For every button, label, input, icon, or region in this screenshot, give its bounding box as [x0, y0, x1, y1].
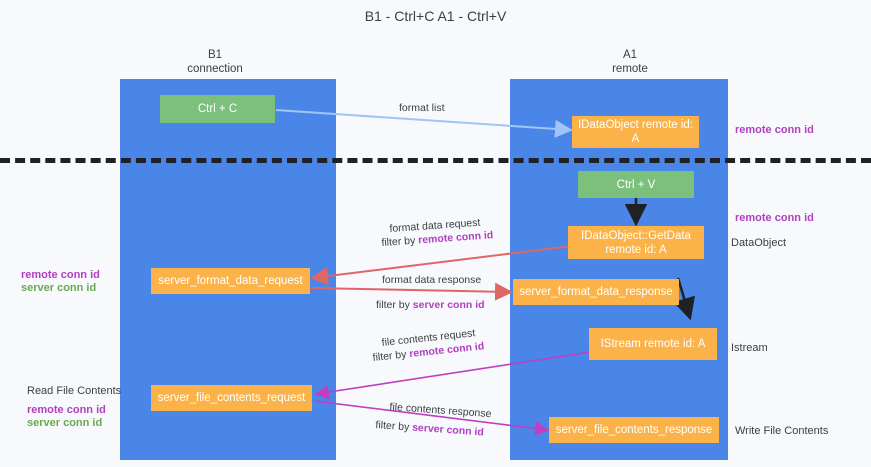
left-label-server-conn-id-bottom: server conn id	[27, 417, 103, 429]
filter-prefix: filter by	[381, 234, 419, 249]
filter-key-server-conn-id: server conn id	[412, 299, 485, 311]
node-istream[interactable]: IStream remote id: A	[589, 328, 717, 360]
right-label-write-file-contents: Write File Contents	[735, 425, 829, 437]
page-title: B1 - Ctrl+C A1 - Ctrl+V	[364, 8, 507, 24]
lane-title-a1: A1 remote	[612, 49, 648, 75]
node-server-file-contents-request[interactable]: server_file_contents_request	[151, 385, 312, 411]
lane-title-b1: B1 connection	[187, 49, 243, 75]
node-ctrl-v[interactable]: Ctrl + V	[578, 171, 694, 198]
node-getdata[interactable]: IDataObject::GetData remote id: A	[568, 226, 704, 259]
right-label-remote-conn-id-mid: remote conn id	[735, 212, 814, 224]
edge-label-format-list: format list	[399, 102, 445, 114]
edge-label-file-contents-response-filter: filter by server conn id	[375, 418, 484, 440]
left-label-remote-conn-id-mid: remote conn id	[21, 269, 100, 281]
filter-key-server-conn-id: server conn id	[411, 421, 485, 439]
node-server-format-data-request[interactable]: server_format_data_request	[151, 268, 310, 294]
right-label-dataobject: DataObject	[731, 237, 787, 249]
left-label-remote-conn-id-bottom: remote conn id	[27, 404, 106, 416]
edge-label-file-contents-response: file contents response	[389, 400, 492, 421]
left-label-read-file-contents: Read File Contents	[27, 385, 122, 397]
filter-prefix: filter by	[372, 348, 410, 364]
node-idataobject[interactable]: IDataObject remote id: A	[572, 116, 699, 148]
edge-label-format-data-response-filter: filter by server conn id	[376, 298, 485, 312]
node-server-file-contents-response[interactable]: server_file_contents_response	[549, 417, 719, 443]
filter-prefix: filter by	[376, 299, 413, 311]
edge-label-format-data-response: format data response	[382, 274, 482, 286]
left-label-server-conn-id-mid: server conn id	[21, 282, 97, 294]
filter-key-remote-conn-id: remote conn id	[417, 229, 494, 247]
filter-prefix: filter by	[375, 418, 413, 434]
node-server-format-data-response[interactable]: server_format_data_response	[513, 279, 679, 305]
phase-divider	[0, 158, 871, 163]
right-label-istream: Istream	[731, 342, 768, 354]
node-ctrl-c[interactable]: Ctrl + C	[160, 95, 275, 123]
right-label-remote-conn-id-top: remote conn id	[735, 124, 814, 136]
